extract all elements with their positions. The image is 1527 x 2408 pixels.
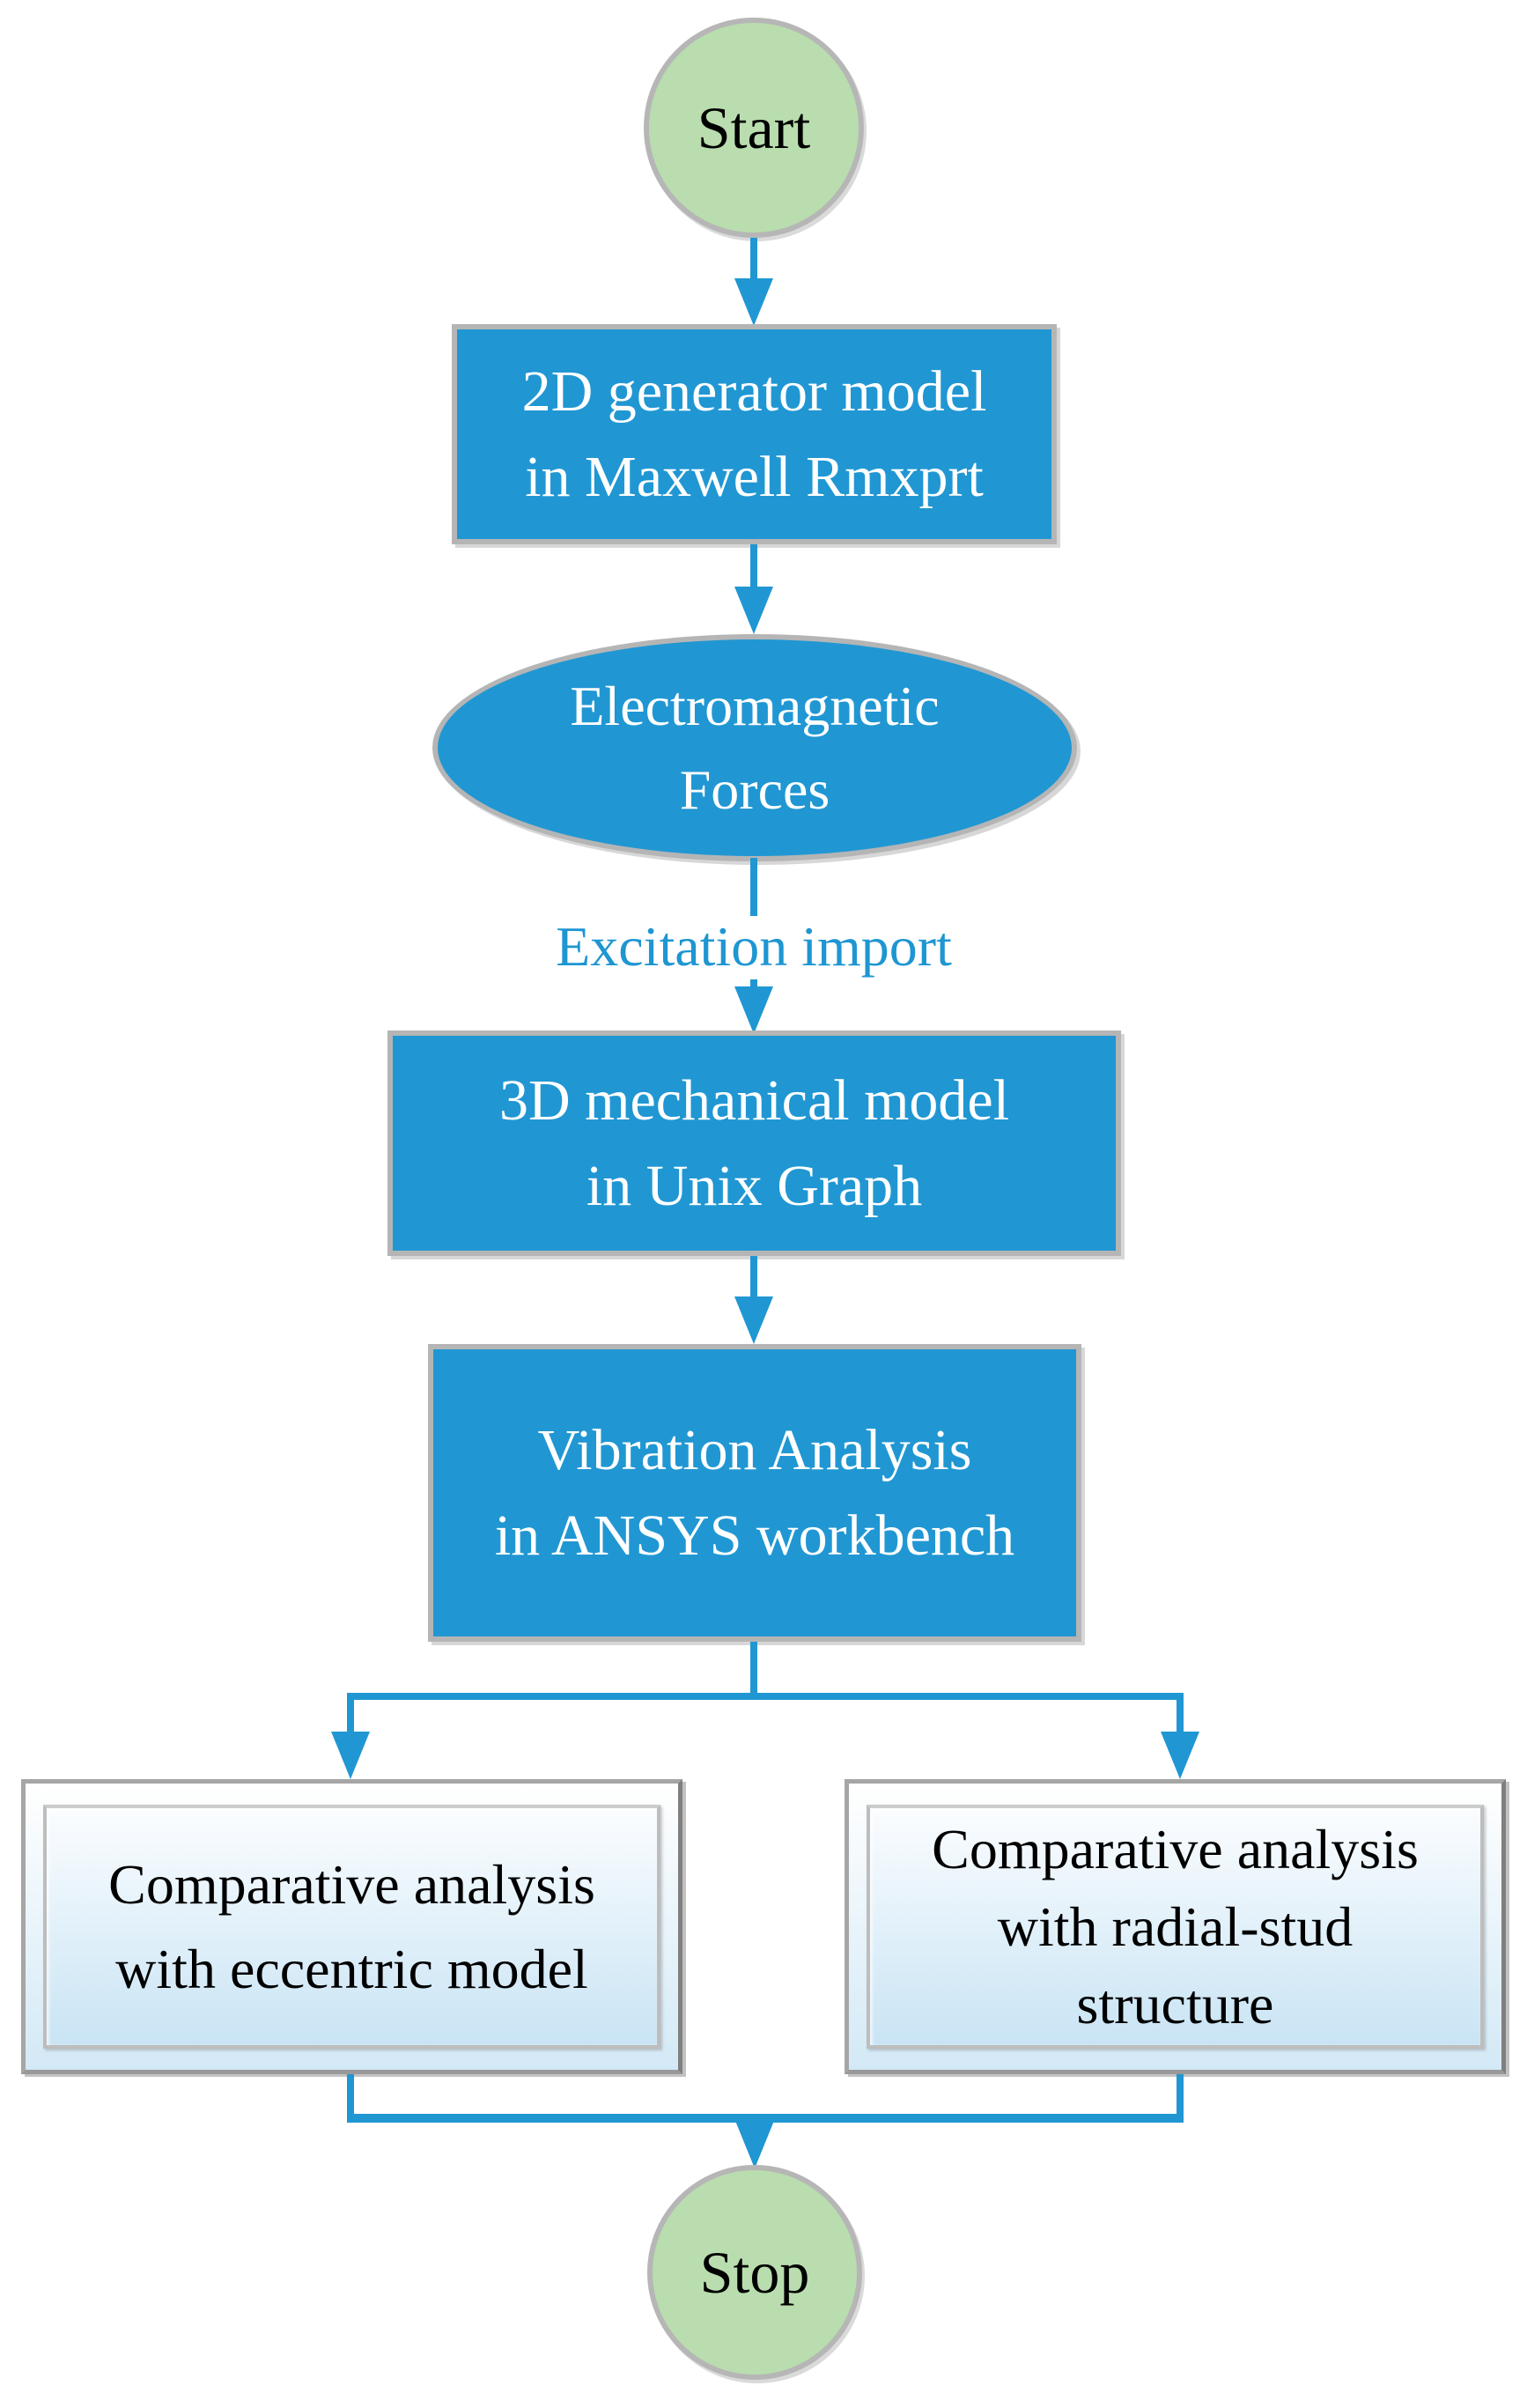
connector-label-to-model3d (750, 979, 757, 992)
text-line: Vibration Analysis (537, 1418, 972, 1482)
connector-eccentric-down (347, 2074, 354, 2118)
ellipse-electromagnetic-forces: Electromagnetic Forces (432, 634, 1077, 861)
text-line: Forces (679, 758, 830, 821)
connector-vibration-branch-stem (750, 1642, 757, 1700)
text-line: Comparative analysis (108, 1852, 595, 1916)
stop-node: Stop (647, 2165, 862, 2380)
arrowhead-down-icon (734, 1296, 773, 1344)
text-line: in Maxwell Rmxprt (525, 445, 984, 509)
result-eccentric-model-box: Comparative analysis with eccentric mode… (21, 1779, 682, 2074)
text-line: 2D generator model (521, 359, 987, 424)
arrowhead-down-icon (734, 278, 773, 326)
process-2d-generator-model: 2D generator model in Maxwell Rmxprt (452, 324, 1057, 544)
text-line: with radial-stud (997, 1895, 1354, 1958)
connector-branch-right (1177, 1693, 1184, 1733)
connector-merge-horizontal (347, 2114, 1184, 2123)
excitation-import-label: Excitation import (556, 915, 952, 978)
process-vibration-analysis: Vibration Analysis in ANSYS workbench (428, 1344, 1081, 1642)
text-line: in Unix Graph (586, 1154, 923, 1218)
arrowhead-down-icon (1161, 1732, 1199, 1779)
text-line: Electromagnetic (570, 675, 940, 737)
text-line: Comparative analysis (932, 1817, 1419, 1880)
connector-model2d-to-emforces (750, 544, 757, 590)
result-radial-stud-box: Comparative analysis with radial-stud st… (845, 1779, 1506, 2074)
arrowhead-down-icon (734, 986, 773, 1034)
connector-branch-horizontal (347, 1693, 1184, 1700)
result-eccentric-model-panel: Comparative analysis with eccentric mode… (43, 1805, 660, 2049)
text-line: with eccentric model (115, 1937, 588, 2000)
connector-radialstud-down (1177, 2074, 1184, 2118)
text-line: in ANSYS workbench (494, 1503, 1015, 1568)
connector-branch-left (347, 1693, 354, 1733)
start-label: Start (697, 93, 811, 161)
result-radial-stud-panel: Comparative analysis with radial-stud st… (867, 1805, 1484, 2049)
start-node: Start (644, 18, 864, 238)
stop-label: Stop (699, 2238, 810, 2306)
arrowhead-down-icon (735, 2121, 774, 2168)
connector-start-to-model2d (750, 238, 757, 282)
text-line: 3D mechanical model (498, 1068, 1010, 1133)
arrowhead-down-icon (734, 587, 773, 634)
text-line: structure (1076, 1972, 1274, 2035)
arrowhead-down-icon (331, 1732, 370, 1779)
connector-model3d-to-vibration (750, 1256, 757, 1300)
process-3d-mechanical-model: 3D mechanical model in Unix Graph (387, 1030, 1121, 1256)
connector-emforces-stub (750, 858, 757, 916)
